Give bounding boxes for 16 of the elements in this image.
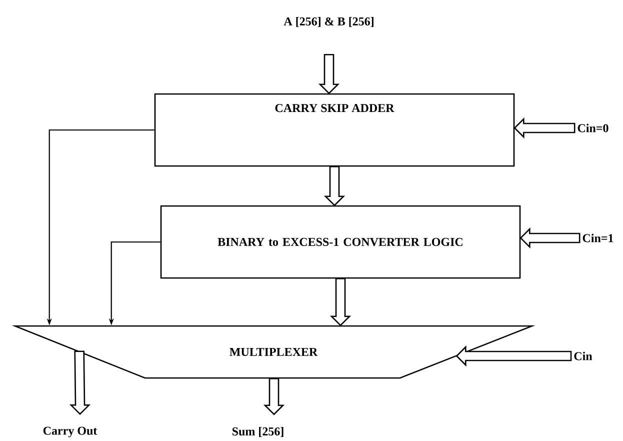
hollow-arrow: [456, 345, 572, 367]
signal-label: Cin: [574, 352, 592, 360]
hollow-arrow: [263, 378, 285, 416]
signal-label: Sum [256]: [232, 427, 284, 437]
hollow-arrow: [318, 54, 340, 94]
hollow-arrow: [69, 350, 91, 415]
hollow-arrow: [520, 227, 580, 249]
hollow-arrow: [324, 166, 346, 206]
hollow-arrow: [330, 278, 352, 326]
process-box: CARRY SKIP ADDER: [154, 93, 515, 167]
process-box: BINARY to EXCESS-1 CONVERTER LOGIC: [160, 205, 521, 279]
signal-label: Cin=1: [582, 234, 614, 242]
hollow-arrow: [514, 117, 576, 139]
signal-label: A [256] & B [256]: [284, 17, 374, 27]
signal-label: Cin=0: [578, 124, 608, 132]
signal-label: Carry Out: [43, 426, 98, 438]
